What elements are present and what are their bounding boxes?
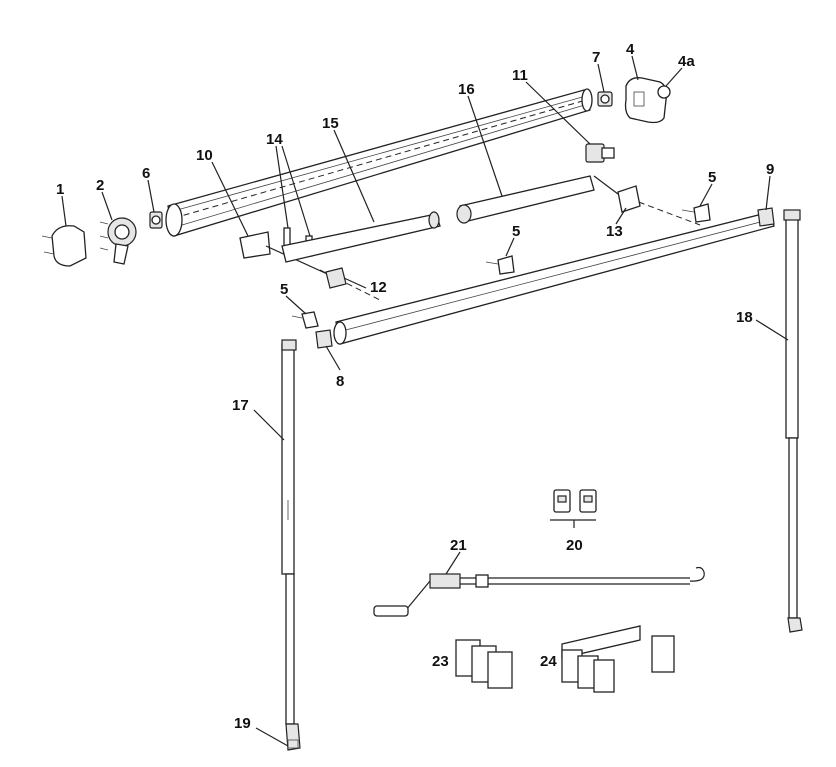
part-19-foot	[285, 723, 301, 751]
label-part-4: 4	[626, 41, 635, 58]
part-10-arm-bracket	[239, 231, 337, 279]
part-18-support-arm	[783, 209, 803, 633]
part-4a-cover	[657, 85, 671, 99]
part-8-bracket	[315, 329, 333, 349]
label-part-9: 9	[766, 161, 774, 178]
part-2-spring-head	[99, 217, 137, 265]
label-part-17: 17	[232, 397, 249, 414]
label-part-5-right: 5	[708, 169, 716, 186]
leader-lines	[61, 55, 789, 747]
part-5-end-plug-b	[485, 255, 515, 275]
label-part-2: 2	[96, 177, 104, 194]
part-5-end-plug-a	[291, 311, 319, 329]
part-12-arm-knuckle	[325, 267, 347, 289]
part-20-clips	[550, 489, 597, 521]
part-4-end-cap	[624, 77, 668, 124]
label-part-13: 13	[606, 223, 623, 240]
label-part-7: 7	[592, 49, 600, 66]
part-7-fitting	[597, 91, 613, 107]
label-part-5-left: 5	[280, 281, 288, 298]
part-11-bracket	[585, 143, 615, 163]
label-part-12: 12	[370, 279, 387, 296]
label-part-23: 23	[432, 653, 449, 670]
part-15-arm-tube	[281, 211, 441, 263]
label-part-4a: 4a	[678, 53, 695, 70]
label-part-15: 15	[322, 115, 339, 132]
label-part-20: 20	[566, 537, 583, 554]
label-part-10: 10	[196, 147, 213, 164]
label-part-18: 18	[736, 309, 753, 326]
label-part-1: 1	[56, 181, 64, 198]
label-part-14: 14	[266, 131, 283, 148]
part-24-mounting-plates	[561, 625, 675, 693]
label-part-19: 19	[234, 715, 251, 732]
part-16-arm-tube	[456, 175, 595, 224]
part-13-arm-bracket	[593, 175, 641, 213]
label-part-8: 8	[336, 373, 344, 390]
part-6-fitting	[149, 211, 163, 229]
part-23-mounting-plates	[455, 639, 513, 689]
label-part-16: 16	[458, 81, 475, 98]
part-9-bracket	[757, 207, 775, 227]
label-part-6: 6	[142, 165, 150, 182]
roller-tube	[165, 88, 593, 237]
part-1-end-cap	[41, 225, 87, 267]
lead-rail	[333, 211, 775, 345]
label-part-21: 21	[450, 537, 467, 554]
label-part-24: 24	[540, 653, 557, 670]
callout-labels: 1 2 6 10 14 15 16 11 7 4 4a 5 5 5 9 12 1…	[56, 41, 774, 732]
part-5-end-plug-c	[681, 203, 711, 223]
part-21-crank-rod	[373, 566, 705, 617]
label-part-5-middle: 5	[512, 223, 520, 240]
label-part-11: 11	[512, 67, 528, 84]
part-17-support-arm	[281, 339, 297, 725]
